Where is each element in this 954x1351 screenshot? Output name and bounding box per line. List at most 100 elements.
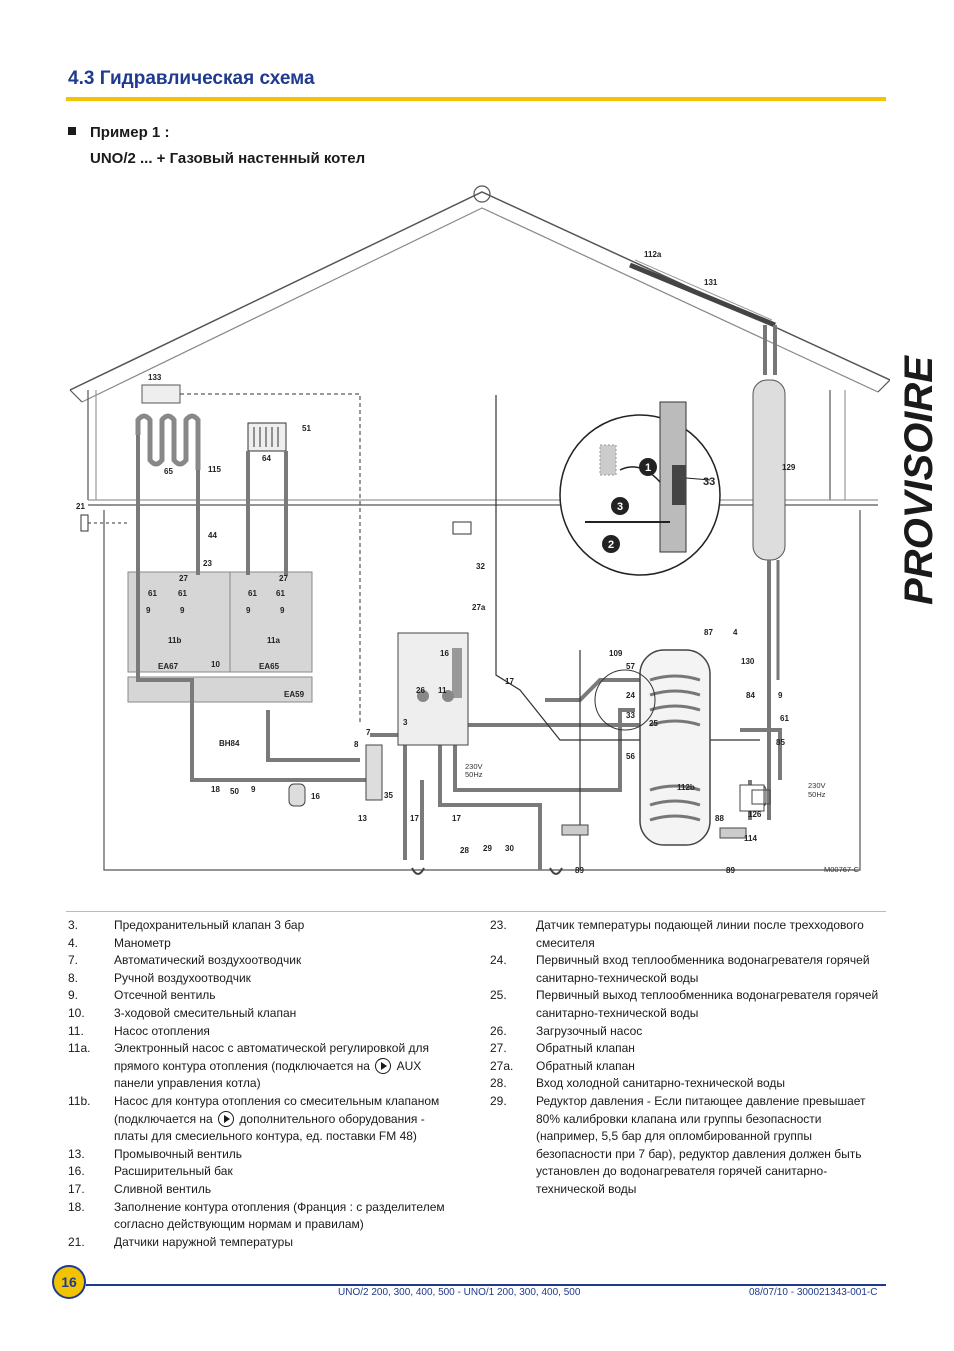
legend-item: 29.Редуктор давления - Если питающее дав… [490, 1093, 866, 1196]
svg-text:33: 33 [703, 476, 715, 488]
svg-text:2: 2 [608, 539, 614, 551]
svg-text:10: 10 [211, 660, 220, 669]
legend-item: 27a.Обратный клапан [490, 1058, 635, 1073]
svg-text:EA65: EA65 [259, 662, 280, 671]
legend-item: 16.Расширительный бак [68, 1164, 233, 1179]
legend-item: 26.Загрузочный насос [490, 1023, 643, 1038]
svg-text:25: 25 [649, 719, 658, 728]
svg-text:57: 57 [626, 662, 635, 671]
svg-text:24: 24 [626, 691, 635, 700]
legend-item: 28.Вход холодной санитарно-технической в… [490, 1076, 786, 1091]
legend-item: 24.Первичный вход теплообменника водонаг… [490, 953, 870, 985]
svg-text:26: 26 [416, 686, 425, 695]
legend-item: 3.Предохранительный клапан 3 бар [68, 918, 305, 932]
svg-text:BH84: BH84 [219, 739, 240, 748]
svg-text:131: 131 [704, 278, 718, 287]
svg-text:61: 61 [780, 714, 789, 723]
svg-text:56: 56 [626, 752, 635, 761]
square-bullet-icon [68, 127, 76, 135]
legend-item: 9.Отсечной вентиль [68, 988, 216, 1003]
play-circle-icon [218, 1110, 235, 1127]
svg-text:109: 109 [609, 649, 623, 658]
section-title: 4.3 Гидравлическая схема [68, 68, 315, 89]
svg-text:4: 4 [733, 628, 738, 637]
svg-text:27: 27 [179, 574, 188, 583]
svg-text:50Hz: 50Hz [808, 790, 826, 799]
svg-text:17: 17 [452, 814, 461, 823]
legend-item: 27.Обратный клапан [490, 1041, 635, 1056]
svg-text:EA59: EA59 [284, 690, 305, 699]
svg-text:17: 17 [410, 814, 419, 823]
legend-item: 11b.Насос для контура отопления со смеси… [68, 1093, 440, 1144]
svg-text:21: 21 [76, 502, 85, 511]
hydraulic-diagram: 112a 131 129 133 51 64 65 115 21 44 23 2… [69, 185, 890, 875]
svg-text:16: 16 [311, 792, 320, 801]
svg-text:28: 28 [460, 846, 469, 855]
legend-left-column: 3.Предохранительный клапан 3 бар 4.Маном… [68, 917, 460, 1251]
svg-text:1: 1 [645, 462, 651, 474]
svg-text:9: 9 [280, 606, 285, 615]
svg-text:230V: 230V [808, 781, 826, 790]
svg-text:61: 61 [248, 589, 257, 598]
svg-text:16: 16 [440, 649, 449, 658]
legend-item: 10.3-ходовой смесительный клапан [68, 1005, 297, 1020]
svg-text:50Hz: 50Hz [465, 770, 483, 779]
svg-text:35: 35 [384, 791, 393, 800]
svg-text:7: 7 [366, 728, 371, 737]
legend-right-column: 23.Датчик температуры подающей линии пос… [490, 917, 885, 1199]
title-rule [66, 97, 886, 101]
svg-text:EA67: EA67 [158, 662, 179, 671]
svg-text:9: 9 [146, 606, 151, 615]
legend-item: 8.Ручной воздухоотводчик [68, 970, 251, 985]
legend-item: 11a.Электронный насос с автоматической р… [68, 1041, 430, 1091]
legend-item: 21.Датчики наружной температуры [68, 1234, 293, 1249]
svg-text:61: 61 [276, 589, 285, 598]
svg-text:89: 89 [575, 866, 584, 875]
svg-text:65: 65 [164, 467, 173, 476]
svg-text:230V: 230V [465, 762, 483, 771]
svg-text:9: 9 [180, 606, 185, 615]
legend-item: 23.Датчик температуры подающей линии пос… [490, 918, 864, 950]
svg-text:61: 61 [178, 589, 187, 598]
svg-text:30: 30 [505, 844, 514, 853]
svg-text:112b: 112b [677, 783, 695, 792]
svg-text:3: 3 [403, 718, 408, 727]
svg-text:13: 13 [358, 814, 367, 823]
svg-text:9: 9 [778, 691, 783, 700]
legend-item: 4.Манометр [68, 935, 171, 950]
svg-text:32: 32 [476, 562, 485, 571]
svg-text:18: 18 [211, 785, 220, 794]
svg-text:M00767-C: M00767-C [824, 865, 860, 874]
legend-item: 18.Заполнение контура отопления (Франция… [68, 1199, 445, 1232]
svg-text:129: 129 [782, 463, 796, 472]
svg-text:27a: 27a [472, 603, 486, 612]
svg-text:27: 27 [279, 574, 288, 583]
svg-text:9: 9 [246, 606, 251, 615]
example-subtitle: UNO/2 ... + Газовый настенный котел [90, 150, 366, 167]
svg-text:130: 130 [741, 657, 755, 666]
svg-text:PROVISOIRE: PROVISOIRE [897, 355, 941, 605]
svg-text:114: 114 [744, 834, 757, 843]
footer-rule [86, 1284, 886, 1286]
svg-text:133: 133 [148, 373, 162, 382]
svg-text:64: 64 [262, 454, 271, 463]
footer-models: UNO/2 200, 300, 400, 500 - UNO/1 200, 30… [338, 1287, 581, 1298]
svg-text:50: 50 [230, 787, 239, 796]
legend-item: 7.Автоматический воздухоотводчик [68, 953, 302, 968]
svg-text:33: 33 [626, 711, 635, 720]
play-circle-icon [375, 1057, 392, 1074]
svg-text:51: 51 [302, 424, 311, 433]
svg-text:85: 85 [776, 738, 785, 747]
page-number-badge: 16 [52, 1265, 86, 1299]
legend-item: 13.Промывочный вентиль [68, 1146, 243, 1161]
example-title: Пример 1 : [90, 124, 170, 141]
legend-rule [66, 911, 886, 912]
svg-text:84: 84 [746, 691, 755, 700]
provisoire-watermark: PROVISOIRE [897, 355, 941, 605]
svg-text:11b: 11b [168, 636, 181, 645]
svg-text:9: 9 [251, 785, 256, 794]
svg-text:23: 23 [203, 559, 212, 568]
legend-item: 17.Сливной вентиль [68, 1181, 212, 1196]
svg-text:87: 87 [704, 628, 713, 637]
svg-text:3: 3 [617, 501, 623, 513]
